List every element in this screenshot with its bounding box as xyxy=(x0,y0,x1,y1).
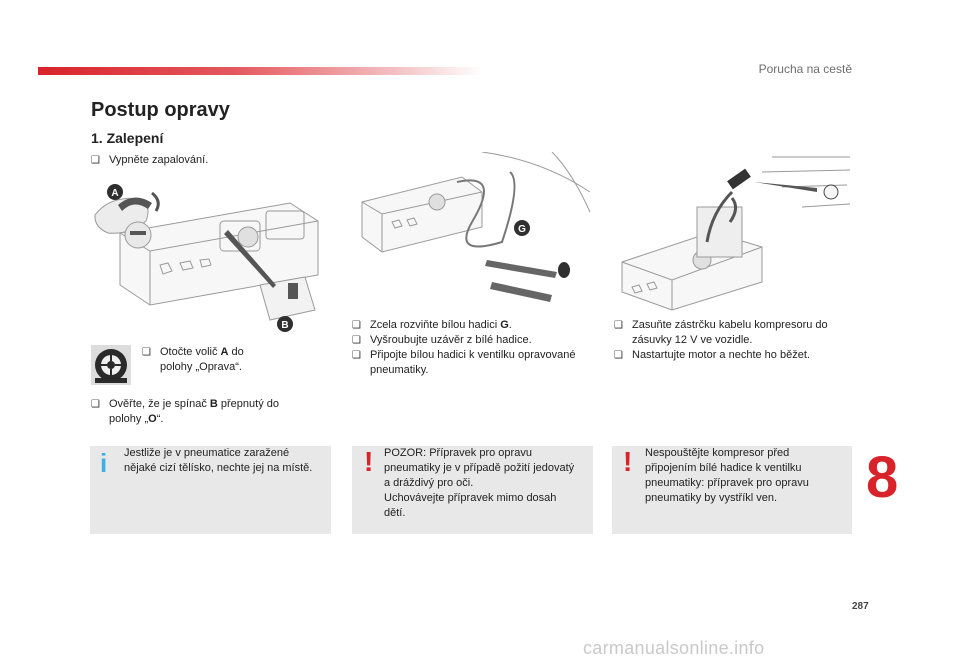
chapter-number: 8 xyxy=(866,445,899,510)
step-hose: ❑ Zcela rozviňte bílou hadici G. xyxy=(352,319,512,331)
square-bullet-icon: ❑ xyxy=(91,399,100,410)
warning-icon: ! xyxy=(623,446,633,477)
info-note-text: Jestliže je v pneumatice zaražené nějaké… xyxy=(124,447,313,474)
info-note-box: i Jestliže je v pneumatice zaražené něja… xyxy=(90,446,331,534)
tire-icon xyxy=(91,345,131,385)
square-bullet-icon: ❑ xyxy=(352,335,361,346)
square-bullet-icon: ❑ xyxy=(614,350,623,361)
step-cap: ❑ Vyšroubujte uzávěr z bílé hadice. xyxy=(352,334,532,346)
square-bullet-icon: ❑ xyxy=(352,350,361,361)
square-bullet-icon: ❑ xyxy=(614,320,623,331)
section-subtitle: 1. Zalepení xyxy=(91,130,164,146)
info-icon: i xyxy=(100,448,108,478)
step-engine: ❑ Nastartujte motor a nechte ho běžet. xyxy=(614,349,810,361)
dial-label-a: A xyxy=(111,188,118,199)
switch-label-b: B xyxy=(281,320,288,331)
page-number: 287 xyxy=(852,601,869,612)
warning-icon: ! xyxy=(364,446,374,477)
square-bullet-icon: ❑ xyxy=(91,155,100,166)
compressor-dial-switch-figure: A B xyxy=(90,175,330,335)
square-bullet-icon: ❑ xyxy=(142,347,151,358)
warning-note-box-compressor: ! Nespouštějte kompresor před připojením… xyxy=(612,446,852,534)
hose-label-g: G xyxy=(518,224,526,235)
watermark: carmanualsonline.info xyxy=(583,638,765,658)
section-title: Porucha na cestě xyxy=(758,62,852,76)
step-valve: ❑ Připojte bílou hadici k ventilku oprav… xyxy=(352,349,576,376)
warning-note-text-toxic: POZOR: Přípravek pro opravu pneumatiky j… xyxy=(384,447,575,519)
warning-note-box-toxic: ! POZOR: Přípravek pro opravu pneumatiky… xyxy=(352,446,593,534)
white-hose-figure: G xyxy=(352,152,592,312)
square-bullet-icon: ❑ xyxy=(352,320,361,331)
warning-note-text-compressor: Nespouštějte kompresor před připojením b… xyxy=(645,447,809,504)
power-socket-figure xyxy=(612,152,852,312)
step-ignition: ❑ Vypněte zapalování. xyxy=(91,154,209,166)
page-title: Postup opravy xyxy=(91,99,230,121)
header-accent-bar xyxy=(38,67,483,75)
